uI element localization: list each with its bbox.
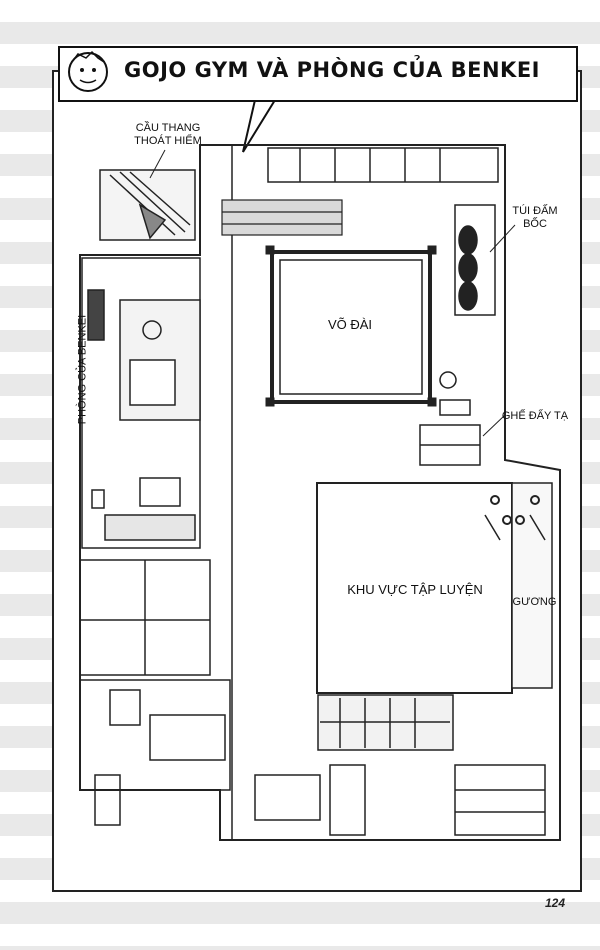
label-training-area: KHU VỰC TẬP LUYỆN — [347, 582, 483, 597]
label-bench-press: GHẾ ĐẨY TẠ — [501, 410, 569, 422]
label-punching-bags-line2: BỐC — [523, 218, 547, 230]
benkei-room-drawing — [81, 257, 201, 549]
label-leader-lines — [149, 149, 516, 437]
bench-press-drawing — [419, 371, 481, 466]
page-title: GOJO GYM VÀ PHÒNG CỦA BENKEI — [124, 58, 540, 82]
label-punching-bags-line1: TÚI ĐẤM — [512, 205, 558, 217]
page-number: 124 — [545, 896, 566, 910]
building-outline — [79, 144, 561, 841]
top-windows — [267, 147, 499, 183]
punching-bags-drawing — [454, 204, 496, 316]
portrait-face-icon — [68, 52, 108, 92]
bottom-equipment-drawing — [254, 694, 546, 836]
equipment-shelves — [221, 199, 343, 236]
label-punching-bags: TÚI ĐẤM BỐC — [505, 205, 565, 231]
training-area-drawing — [316, 482, 553, 694]
label-ring: VÕ ĐÀI — [327, 317, 373, 332]
label-benkei-room: PHÒNG CỦA BENKEI — [76, 314, 89, 425]
lower-rooms-drawing — [79, 559, 231, 826]
label-mirror: GƯƠNG — [512, 596, 557, 608]
title-banner — [58, 46, 578, 102]
label-emergency-stairs: CẦU THANG THOÁT HIỂM — [128, 122, 208, 148]
boxing-ring-drawing — [265, 245, 437, 407]
label-emergency-stairs-line2: THOÁT HIỂM — [134, 135, 202, 147]
emergency-stairs-drawing — [99, 169, 196, 241]
label-emergency-stairs-line1: CẦU THANG — [135, 122, 201, 134]
